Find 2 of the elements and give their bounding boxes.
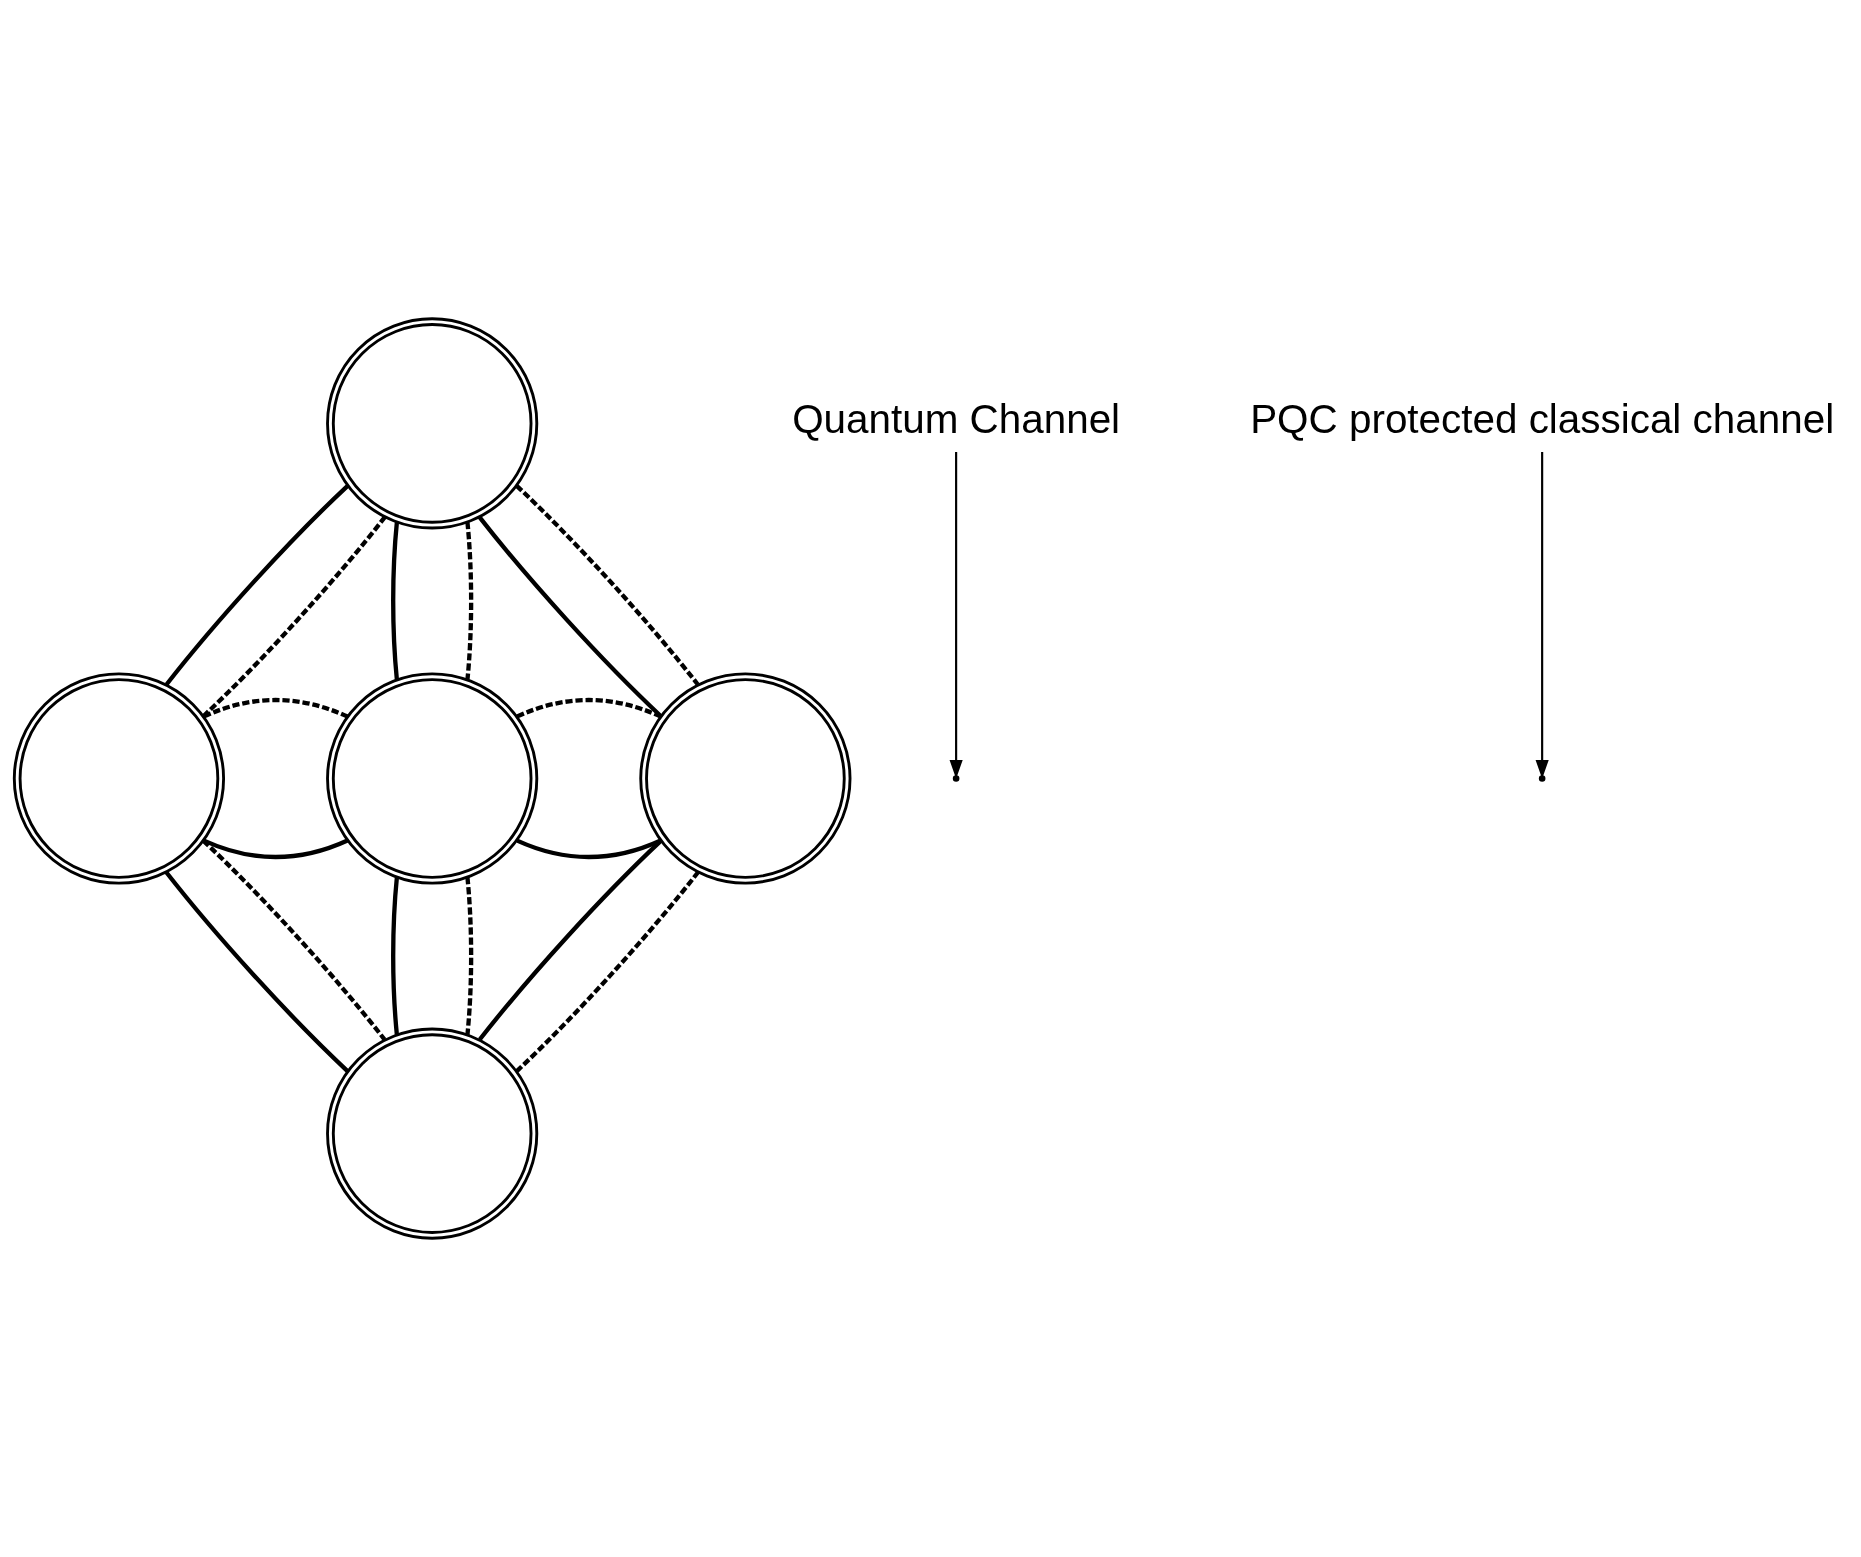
node-text: PQC protected classical channel <box>1250 396 1835 443</box>
node-text: Quantum Channel <box>792 396 1121 443</box>
